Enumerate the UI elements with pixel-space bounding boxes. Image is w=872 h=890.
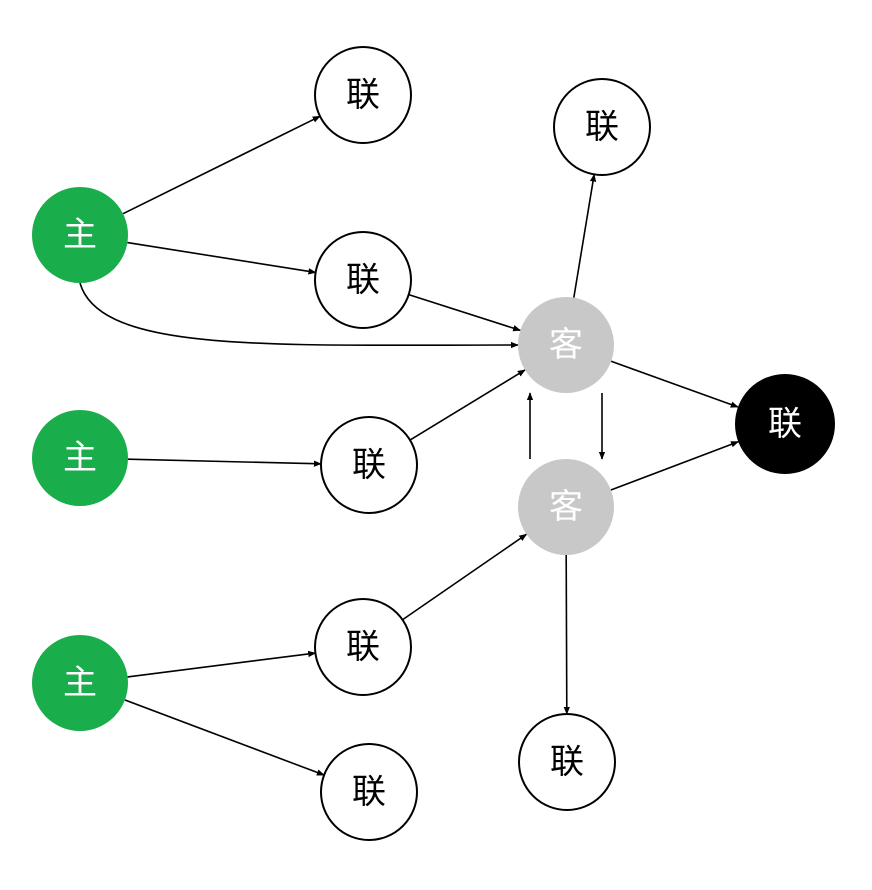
node-lian_target: 联 bbox=[735, 374, 835, 474]
node-ke1: 客 bbox=[518, 297, 614, 393]
node-main1-label: 主 bbox=[63, 215, 97, 255]
node-lian_low2-label: 联 bbox=[352, 772, 386, 812]
node-lian_top1-label: 联 bbox=[346, 75, 380, 115]
node-lian_mid1-circle bbox=[314, 231, 412, 329]
node-lian_mid2: 联 bbox=[320, 416, 418, 514]
node-lian_low2: 联 bbox=[320, 743, 418, 841]
edge-ke1-to-lian_top2 bbox=[573, 173, 597, 298]
node-main2-label: 主 bbox=[63, 438, 97, 478]
node-main1: 主 bbox=[32, 187, 128, 283]
node-lian_low1: 联 bbox=[314, 598, 412, 696]
node-lian_top1-circle bbox=[314, 46, 412, 144]
node-lian_top2-label: 联 bbox=[585, 107, 619, 147]
node-ke2-label: 客 bbox=[549, 487, 583, 527]
node-main2: 主 bbox=[32, 410, 128, 506]
node-lian_mid2-label: 联 bbox=[352, 445, 386, 485]
edge-main3-to-lian_low2 bbox=[124, 699, 325, 776]
edge-lian_mid1-to-ke1 bbox=[408, 293, 522, 332]
node-lian_top2-circle bbox=[553, 78, 651, 176]
node-lian_target-label: 联 bbox=[768, 404, 802, 444]
node-lian_mid1-label: 联 bbox=[346, 260, 380, 300]
edge-main1-to-lian_top1 bbox=[122, 115, 321, 215]
node-lian_bottom: 联 bbox=[518, 713, 616, 811]
edge-main1-to-lian_mid1 bbox=[127, 241, 317, 275]
node-ke2: 客 bbox=[518, 459, 614, 555]
node-lian_bottom-label: 联 bbox=[550, 742, 584, 782]
node-lian_mid2-circle bbox=[320, 416, 418, 514]
edge-lian_mid2-to-ke1 bbox=[409, 369, 526, 441]
node-lian_top2: 联 bbox=[553, 78, 651, 176]
node-lian_low1-circle bbox=[314, 598, 412, 696]
node-main3-label: 主 bbox=[63, 663, 97, 703]
edge-ke2-to-lian_bottom bbox=[563, 554, 570, 715]
node-main3-circle bbox=[32, 635, 128, 731]
edge-main3-to-lian_low1 bbox=[127, 650, 317, 678]
node-ke2-circle bbox=[518, 459, 614, 555]
node-lian_bottom-circle bbox=[518, 713, 616, 811]
edge-ke2-to-lian_target bbox=[610, 440, 739, 491]
node-lian_mid1: 联 bbox=[314, 231, 412, 329]
node-ke1-label: 客 bbox=[549, 325, 583, 365]
node-lian_low2-circle bbox=[320, 743, 418, 841]
node-lian_top1: 联 bbox=[314, 46, 412, 144]
node-main3: 主 bbox=[32, 635, 128, 731]
edge-main2-to-lian_mid2 bbox=[127, 458, 322, 467]
node-lian_target-circle bbox=[735, 374, 835, 474]
edge-main1-to-ke1 bbox=[79, 282, 519, 349]
edge-ke1-to-lian_target bbox=[610, 360, 739, 408]
node-ke1-circle bbox=[518, 297, 614, 393]
edge-lian_low1-to-ke2 bbox=[402, 533, 528, 621]
node-main1-circle bbox=[32, 187, 128, 283]
edges bbox=[79, 115, 739, 776]
node-main2-circle bbox=[32, 410, 128, 506]
node-lian_low1-label: 联 bbox=[346, 627, 380, 667]
